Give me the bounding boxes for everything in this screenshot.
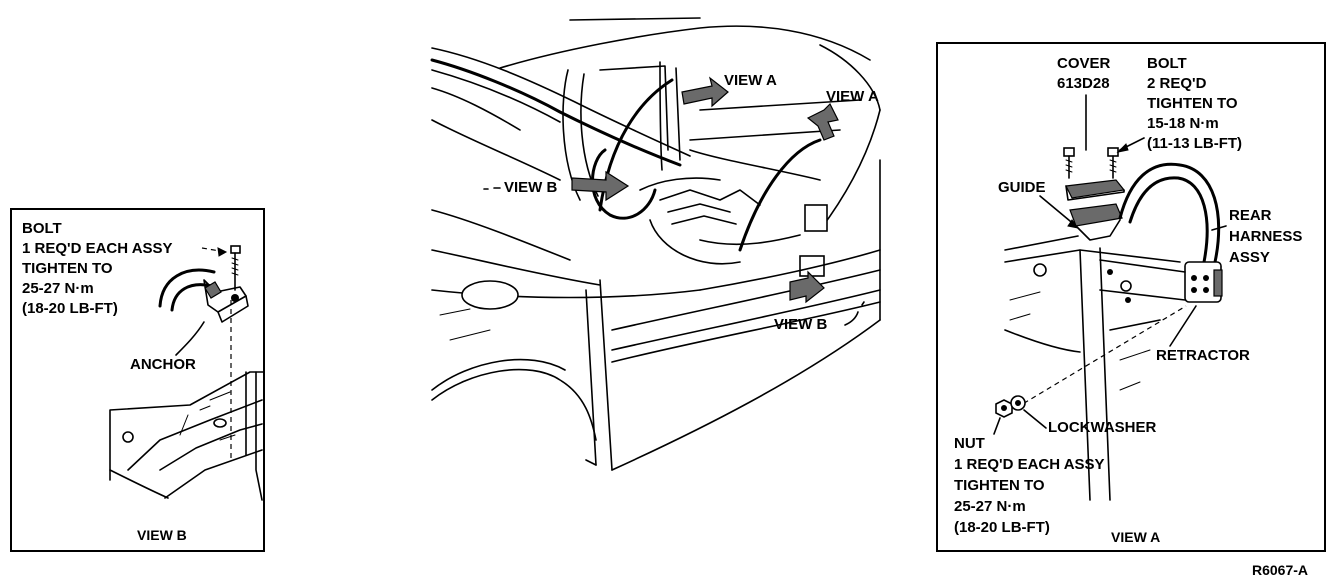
figure-id: R6067-A xyxy=(1252,562,1308,578)
cover-part xyxy=(1065,179,1126,199)
belt-loop-left xyxy=(591,148,657,220)
lockwasher-icon xyxy=(1010,395,1026,411)
anchor-leader-line xyxy=(175,321,205,356)
mounting-axis xyxy=(1015,305,1187,409)
rear-harness-strap xyxy=(1118,162,1221,264)
nut-label: NUT 1 REQ'D EACH ASSY TIGHTEN TO 25-27 N… xyxy=(954,435,1108,536)
guide-label: GUIDE xyxy=(998,179,1046,196)
windshield-header xyxy=(430,58,682,167)
view-b-border xyxy=(10,208,265,552)
guide-part xyxy=(1069,203,1123,227)
view-a-right-label: VIEW A xyxy=(826,88,879,105)
view-a-bolt-icon xyxy=(1107,147,1119,179)
anchor-bracket xyxy=(158,268,249,323)
view-a-right-arrow xyxy=(806,102,839,141)
view-a-left-arrow xyxy=(681,76,729,108)
guide-leader xyxy=(1039,195,1077,227)
view-a-caption: VIEW A xyxy=(1111,529,1160,545)
body-pillar-structure xyxy=(1004,235,1186,501)
view-a-border xyxy=(936,42,1326,552)
view-b-caption: VIEW B xyxy=(137,527,187,543)
bolt-icon xyxy=(230,245,241,291)
car-overview: VIEW A VIEW A VIEW B VIEW B xyxy=(430,17,881,471)
lockwasher-label: LOCKWASHER xyxy=(1048,419,1157,436)
view-a-left-label: VIEW A xyxy=(724,72,777,89)
view-b-left-arrow xyxy=(571,170,630,202)
retractor-label: RETRACTOR xyxy=(1156,347,1250,364)
retractor-part xyxy=(1184,261,1223,303)
cover-label: COVER 613D28 xyxy=(1057,55,1115,92)
view-a-bolt-label: BOLT 2 REQ'D TIGHTEN TO 15-18 N·m (11-13… xyxy=(1147,55,1242,152)
bolt-leader-arrow xyxy=(217,247,228,257)
anchor-label: ANCHOR xyxy=(130,356,196,373)
floor-pan-structure xyxy=(109,371,265,501)
nut-icon xyxy=(995,399,1013,418)
view-a-panel: COVER 613D28 BOLT 2 REQ'D TIGHTEN TO 15-… xyxy=(936,42,1326,552)
view-b-left-label: VIEW B xyxy=(504,179,558,196)
view-b-bottom-arrow xyxy=(789,270,825,304)
cover-bolt-icon xyxy=(1063,147,1075,179)
view-b-panel: BOLT 1 REQ'D EACH ASSY TIGHTEN TO 25-27 … xyxy=(10,208,265,552)
view-b-bottom-label: VIEW B xyxy=(774,316,828,333)
belt-strap-right xyxy=(738,138,822,252)
rear-harness-label: REAR HARNESS ASSY xyxy=(1229,207,1307,266)
view-b-bolt-label: BOLT 1 REQ'D EACH ASSY TIGHTEN TO 25-27 … xyxy=(22,220,176,317)
